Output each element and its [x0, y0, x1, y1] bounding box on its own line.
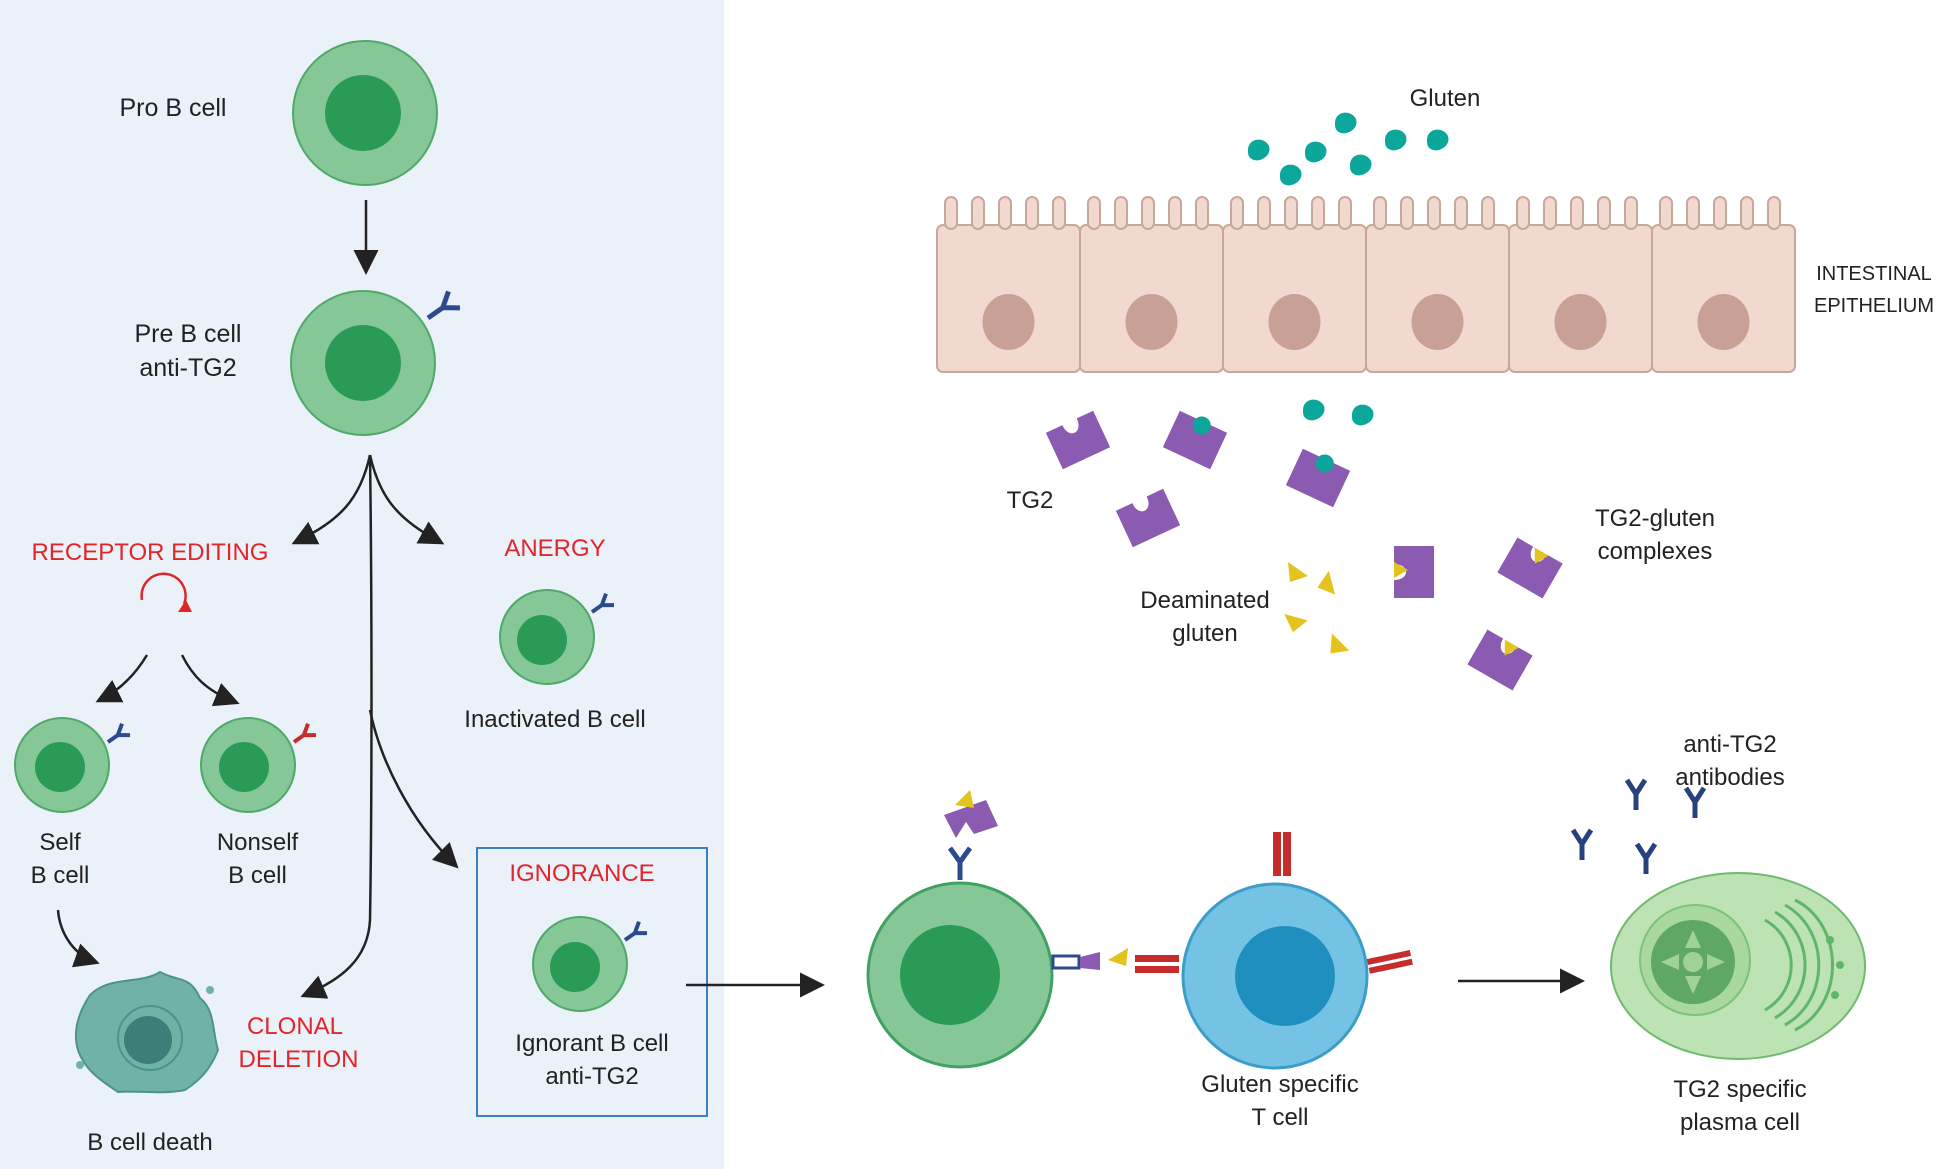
label-self: Self: [39, 829, 81, 856]
nonself-b-cell: [200, 717, 317, 813]
epithelial-cell: [1651, 196, 1796, 373]
deaminated-gluten-particle: [1288, 562, 1308, 582]
label-gluten: Gluten: [1409, 85, 1481, 112]
anti-tg2-antibodies: [1570, 778, 1707, 874]
tg2-gluten-complex: [1162, 410, 1228, 470]
label-pre-b-cell-anti-tg2: anti-TG2: [139, 354, 237, 382]
receptor-editing-cycle-icon: [140, 572, 187, 605]
gluten-particle: [1350, 154, 1372, 176]
ignorant-b-cell: [532, 916, 648, 1012]
gluten-particle: [1305, 141, 1327, 163]
antibody-icon: [1624, 778, 1648, 810]
gluten-particle: [1303, 399, 1325, 421]
label-anti-tg2: anti-TG2: [1683, 731, 1777, 758]
apoptotic-b-cell-icon: [74, 970, 220, 1094]
label-nonself-b-cell: B cell: [228, 862, 287, 889]
gluten-particle: [1352, 404, 1374, 426]
gluten-particle: [1385, 129, 1407, 151]
deaminated-gluten-particle: [1317, 570, 1336, 595]
tg2-gluten-complex: [1497, 537, 1563, 599]
label-pro-b-cell: Pro B cell: [119, 94, 227, 122]
label-intestinal: INTESTINAL: [1816, 263, 1932, 285]
label-plasma-cell: plasma cell: [1679, 1109, 1801, 1136]
ignorance-box: [476, 847, 708, 1117]
activated-b-cell: [866, 790, 1054, 1069]
gluten-particle: [1427, 129, 1449, 151]
tg2-gluten-complex: [1467, 629, 1533, 691]
tg2-specific-plasma-cell: [1610, 872, 1866, 1060]
epithelial-cell: [1222, 196, 1367, 373]
label-pre-b-cell: Pre B cell: [134, 320, 242, 348]
label-receptor-editing: RECEPTOR EDITING: [31, 539, 269, 566]
antibody-icon: [1634, 842, 1658, 874]
label-antibodies: antibodies: [1675, 764, 1785, 791]
label-ignorant-anti-tg2: anti-TG2: [545, 1063, 639, 1090]
pre-b-cell: [290, 290, 460, 436]
tg2-enzyme: [1115, 488, 1181, 548]
deaminated-gluten-particles: [1284, 562, 1350, 654]
tg2-molecules: [1045, 410, 1563, 691]
label-ignorant-b-cell: Ignorant B cell: [515, 1030, 669, 1057]
inactivated-b-cell: [499, 589, 615, 685]
epithelial-cell: [936, 196, 1081, 373]
label-anergy: ANERGY: [504, 535, 606, 562]
label-clonal: CLONAL: [246, 1013, 344, 1040]
epithelial-cell: [1079, 196, 1224, 373]
intestinal-epithelium: [936, 196, 1796, 373]
deaminated-gluten-particle: [1330, 633, 1350, 654]
label-complexes: complexes: [1597, 538, 1713, 565]
gluten-particle: [1335, 112, 1357, 134]
label-deletion: DELETION: [238, 1046, 359, 1073]
antibody-icon: [1683, 786, 1707, 818]
gluten-specific-t-cell: [1181, 832, 1413, 1070]
antibody-icon: [1570, 828, 1594, 860]
label-tg2-gluten: TG2-gluten: [1594, 505, 1716, 532]
tg2-gluten-complex: [1394, 546, 1434, 598]
label-t-cell: T cell: [1251, 1104, 1309, 1131]
label-self-b-cell: B cell: [30, 862, 90, 889]
epithelial-cell: [1365, 196, 1510, 373]
label-gluten-specific: Gluten specific: [1201, 1071, 1359, 1098]
self-b-cell: [14, 717, 131, 813]
label-ignorance: IGNORANCE: [509, 860, 655, 887]
pro-b-cell: [292, 40, 438, 186]
tg2-enzyme: [1045, 410, 1111, 470]
label-b-cell-death: B cell death: [87, 1129, 213, 1156]
label-deaminated-gluten: gluten: [1172, 620, 1238, 647]
gluten-particle: [1248, 139, 1270, 161]
label-epithelium: EPITHELIUM: [1813, 295, 1935, 317]
gluten-particle: [1280, 164, 1302, 186]
deaminated-gluten-particle: [1284, 614, 1308, 633]
pre-b-cell-receptor: [426, 290, 460, 321]
label-nonself: Nonself: [216, 829, 299, 856]
label-inactivated-b-cell: Inactivated B cell: [464, 706, 646, 733]
tg2-gluten-complex: [1285, 448, 1351, 508]
label-tg2-specific: TG2 specific: [1673, 1076, 1807, 1103]
label-deaminated: Deaminated: [1140, 587, 1270, 614]
mhc-tcr-interaction: [1051, 948, 1179, 973]
label-tg2: TG2: [1006, 487, 1054, 514]
epithelial-cell: [1508, 196, 1653, 373]
branch-arrows: [291, 454, 459, 999]
